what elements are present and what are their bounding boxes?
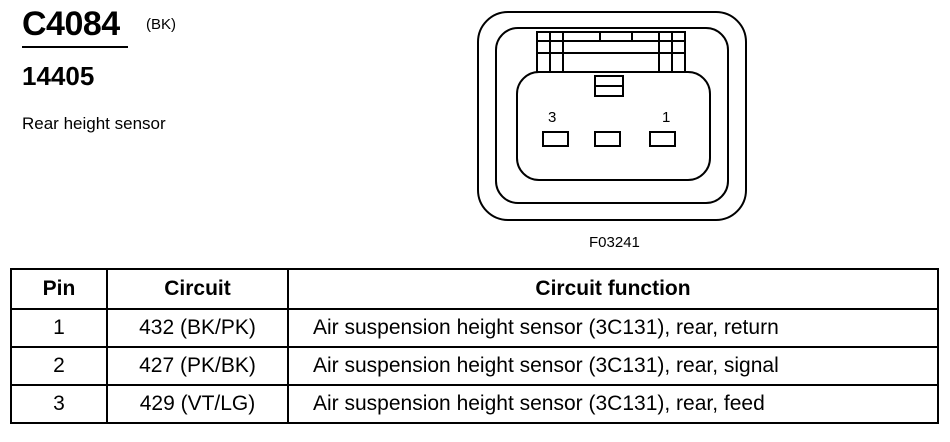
pin-2-terminal [594,131,621,147]
pin-label-3: 3 [548,109,556,126]
table-row: 3 429 (VT/LG) Air suspension height sens… [10,384,939,424]
pin-label-1: 1 [662,109,670,126]
pin-cell: 2 [10,346,108,386]
terminal-cavity [516,71,711,181]
function-cell: Air suspension height sensor (3C131), re… [287,384,939,424]
circuit-cell: 427 (PK/BK) [106,346,289,386]
pin-cell: 1 [10,308,108,348]
header-circuit: Circuit [106,268,289,310]
pin-1-terminal [649,131,676,147]
color-code: (BK) [146,16,176,33]
table-row: 1 432 (BK/PK) Air suspension height sens… [10,308,939,348]
function-cell: Air suspension height sensor (3C131), re… [287,308,939,348]
connector-outer-shell [477,11,747,221]
header-circuit-function: Circuit function [287,268,939,310]
pinout-table: Pin Circuit Circuit function 1 432 (BK/P… [10,268,939,424]
pin-3-terminal [542,131,569,147]
table-row: 2 427 (PK/BK) Air suspension height sens… [10,346,939,386]
part-number: 14405 [22,61,95,91]
connector-face-diagram: 3 1 [477,11,747,221]
circuit-cell: 429 (VT/LG) [106,384,289,424]
header-pin: Pin [10,268,108,310]
pin-cell: 3 [10,384,108,424]
title-underline [22,46,128,48]
table-header-row: Pin Circuit Circuit function [10,268,939,310]
function-cell: Air suspension height sensor (3C131), re… [287,346,939,386]
connector-inner-shell [495,27,729,204]
connector-id: C4084 [22,5,120,43]
circuit-cell: 432 (BK/PK) [106,308,289,348]
connector-description: Rear height sensor [22,114,166,133]
figure-code: F03241 [589,234,640,251]
